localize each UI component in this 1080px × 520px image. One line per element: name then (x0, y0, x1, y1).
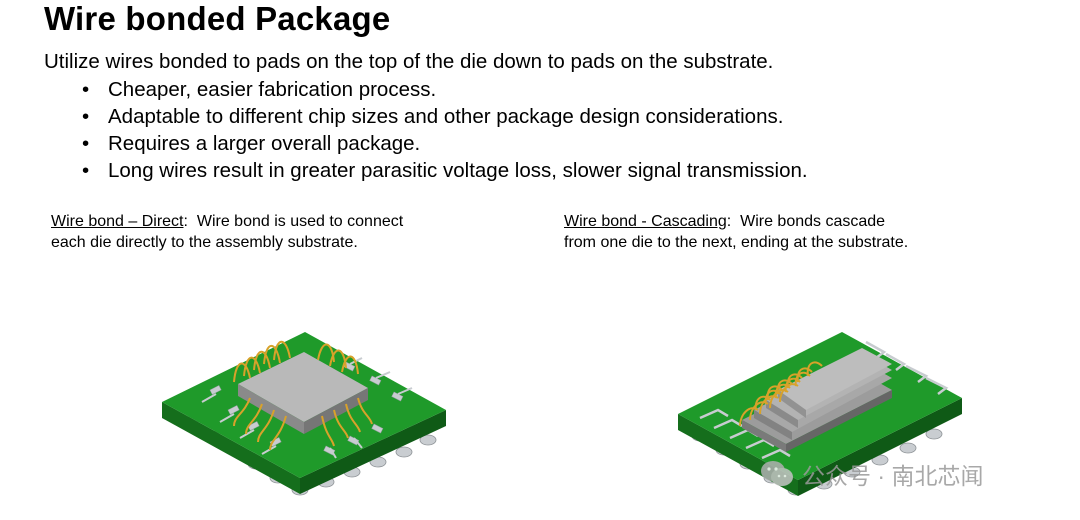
bullet-text: Cheaper, easier fabrication process. (108, 78, 437, 101)
cascading-wirebond-package-illustration (678, 332, 962, 496)
slide-title: Wire bonded Package (44, 0, 391, 37)
intro-text: Utilize wires bonded to pads on the top … (44, 50, 774, 73)
bullet-text: Adaptable to different chip sizes and ot… (108, 105, 784, 128)
bullet-text: Long wires result in greater parasitic v… (108, 159, 808, 182)
caption-cascading-heading: Wire bond - Cascading (564, 213, 727, 230)
direct-wirebond-package-illustration (162, 332, 446, 496)
bullet-item: •Requires a larger overall package. (82, 132, 421, 155)
caption-direct: Wire bond – Direct: Wire bond is used to… (51, 213, 404, 251)
caption-direct-heading: Wire bond – Direct (51, 213, 184, 230)
caption-cascading-line2: from one die to the next, ending at the … (564, 234, 909, 251)
wechat-icon (761, 461, 793, 486)
watermark: 公众号 · 南北芯闻 (760, 457, 983, 491)
bullet-item: •Cheaper, easier fabrication process. (82, 78, 437, 101)
bullet-list: •Cheaper, easier fabrication process. •A… (82, 76, 808, 184)
caption-cascading: Wire bond - Cascading: Wire bonds cascad… (564, 213, 909, 251)
watermark-text: 公众号 · 南北芯闻 (802, 463, 984, 489)
caption-cascading-line1: Wire bonds cascade (740, 213, 886, 230)
bullet-item: •Long wires result in greater parasitic … (82, 159, 808, 182)
bullet-item: •Adaptable to different chip sizes and o… (82, 105, 784, 128)
bullet-text: Requires a larger overall package. (108, 132, 421, 155)
caption-direct-line2: each die directly to the assembly substr… (51, 234, 358, 251)
caption-direct-line1: Wire bond is used to connect (196, 213, 404, 230)
